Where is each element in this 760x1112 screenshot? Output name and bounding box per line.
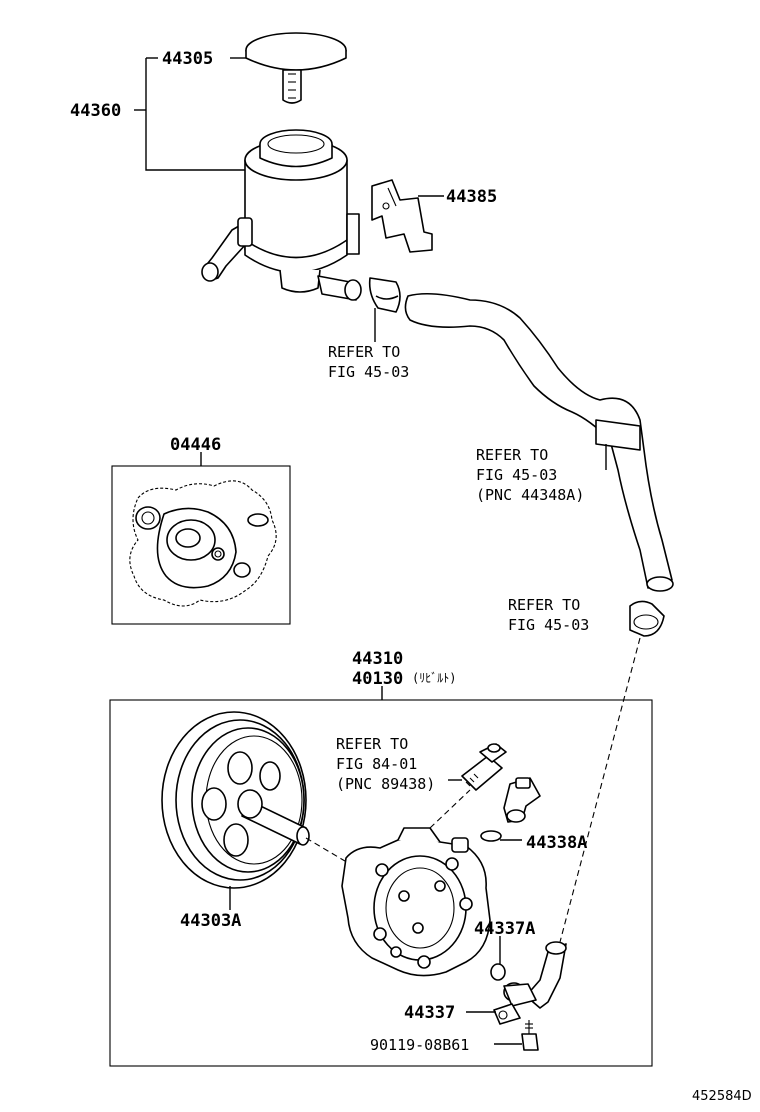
part-number-44360: 44360 [70,101,121,121]
part-number-44338A: 44338A [526,833,587,853]
rebuilt-note: (ﾘﾋﾞﾙﾄ) [412,671,456,685]
refer-note-2: REFER TO FIG 45-03 (PNC 44348A) [476,446,584,504]
pump-assembly-frame [109,699,653,1067]
hose-clamp-lower-icon [629,600,665,637]
pressure-switch-icon [461,743,507,791]
refer-note-2-line-1: REFER TO [476,446,548,464]
refer-note-3-line-1: REFER TO [508,596,580,614]
part-number-44385: 44385 [446,187,497,207]
o-ring-44338A-icon [480,830,502,842]
part-number-44303A: 44303A [180,911,241,931]
refer-note-1: REFER TO FIG 45-03 [328,343,409,381]
part-number-40130: 40130 [352,669,403,689]
document-id: 452584D [692,1089,752,1104]
part-number-90119-08B61: 90119-08B61 [370,1036,469,1054]
part-number-44305: 44305 [162,49,213,69]
refer-note-4-line-1: REFER TO [336,735,408,753]
part-number-44310: 44310 [352,649,403,669]
bracket-icon [371,179,433,253]
refer-note-1-line-1: REFER TO [328,343,400,361]
refer-note-3: REFER TO FIG 45-03 [508,596,589,634]
refer-note-2-line-2: FIG 45-03 [476,466,557,484]
refer-note-3-line-2: FIG 45-03 [508,616,589,634]
reservoir-cap-icon [245,32,347,104]
union-fitting-icon [503,777,541,823]
bolt-icon [521,1020,539,1051]
refer-note-4-line-2: FIG 84-01 [336,755,417,773]
o-ring-44337A-icon [490,963,506,981]
return-hose-icon [404,292,674,592]
gasket-kit-icon [129,480,277,607]
part-number-44337: 44337 [404,1003,455,1023]
part-number-44337A: 44337A [474,919,535,939]
refer-note-4-line-3: (PNC 89438) [336,775,435,793]
hose-clamp-upper-icon [368,277,401,313]
refer-note-4: REFER TO FIG 84-01 (PNC 89438) [336,735,435,793]
part-number-04446: 04446 [170,435,221,455]
refer-note-1-line-2: FIG 45-03 [328,363,409,381]
power-steering-pump-icon [341,827,491,977]
reservoir-tank-icon [201,129,362,301]
leader-lines [134,57,607,1045]
refer-note-2-line-3: (PNC 44348A) [476,486,584,504]
suction-port-union-icon [493,941,567,1025]
pulley-icon [161,711,310,889]
